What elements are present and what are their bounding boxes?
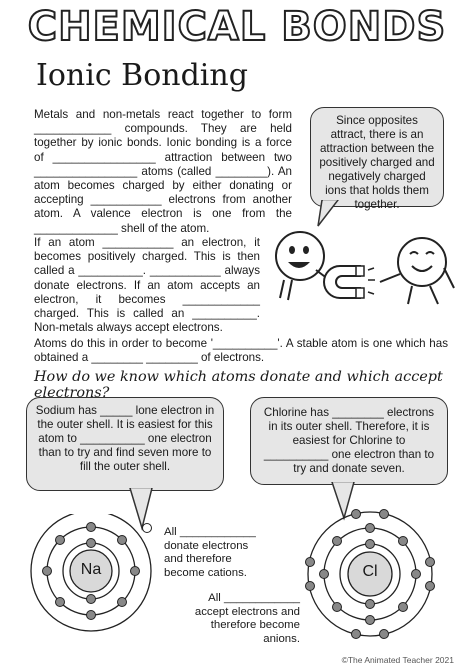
sodium-atom-diagram	[30, 514, 152, 632]
happy-atom-right	[379, 237, 455, 305]
chlorine-explanation-text: Chlorine has ________ electrons in its o…	[263, 406, 435, 475]
chlorine-box-tail	[331, 482, 355, 521]
chlorine-symbol: Cl	[362, 563, 378, 580]
cation-note: All ____________ donate electrons and th…	[164, 526, 256, 579]
page-title: CHEMICAL BONDS	[27, 3, 447, 51]
callout-tail	[317, 200, 339, 227]
anion-note: All ____________ accept electrons and th…	[194, 592, 300, 645]
chlorine-atom-diagram	[305, 509, 435, 639]
chlorine-explanation-box: Chlorine has ________ electrons in its o…	[250, 397, 448, 485]
attraction-callout-text: Since opposites attract, there is an att…	[319, 114, 435, 211]
page-subtitle: Ionic Bonding	[36, 58, 248, 93]
attraction-callout: Since opposites attract, there is an att…	[310, 107, 444, 211]
happy-atom-left	[275, 231, 333, 301]
sodium-explanation-box: Sodium has _____ lone electron in the ou…	[26, 397, 224, 491]
sodium-box-tail	[129, 488, 153, 531]
horseshoe-magnet	[323, 265, 375, 299]
sodium-explanation-text: Sodium has _____ lone electron in the ou…	[35, 404, 215, 473]
magnet-illustration	[275, 231, 455, 305]
intro-paragraph-1: Metals and non-metals react together to …	[34, 108, 292, 235]
copyright-footer: ©The Animated Teacher 2021	[341, 655, 454, 665]
sodium-symbol: Na	[80, 561, 102, 578]
intro-paragraph-3: Atoms do this in order to become '______…	[34, 337, 448, 365]
intro-paragraph-2: If an atom ___________ an electron, it b…	[34, 236, 260, 335]
